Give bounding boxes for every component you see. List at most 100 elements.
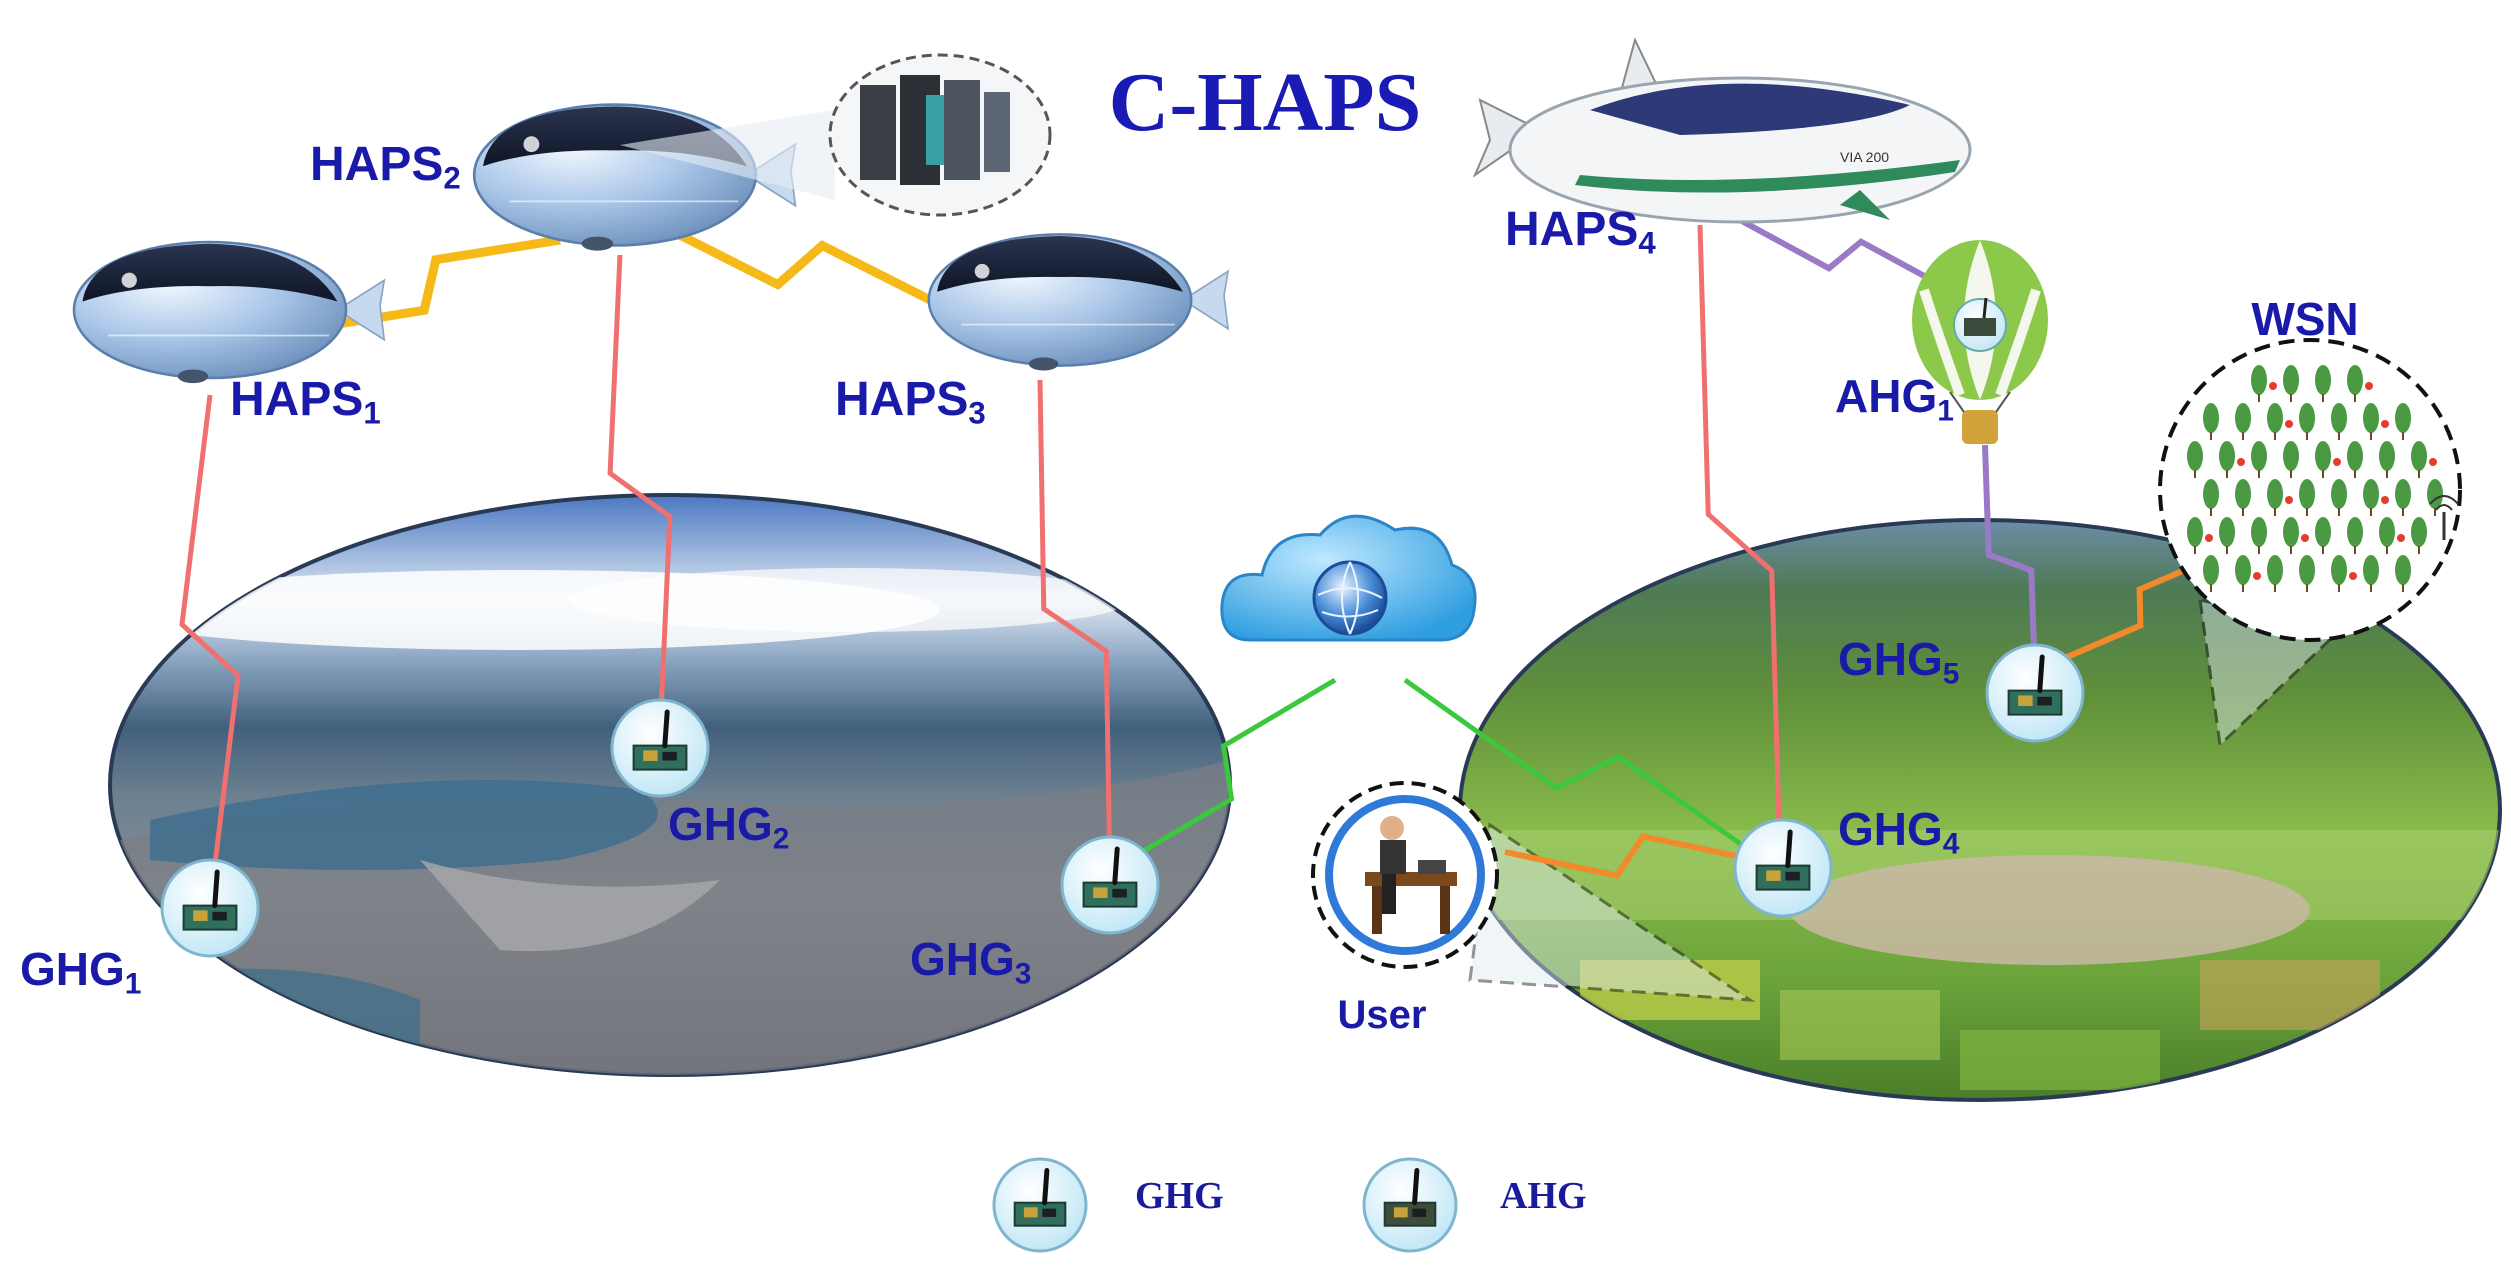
legend-ahg-device[interactable] (1362, 1157, 1458, 1253)
wsn-tree (2299, 479, 2315, 516)
wsn-tree (2235, 555, 2251, 592)
wsn-zoom-circle (2158, 338, 2462, 642)
ghg-device-icon (1755, 829, 1811, 891)
wsn-tree (2315, 517, 2331, 554)
cell-tower-icon (2429, 495, 2459, 540)
ghg1-device[interactable] (160, 858, 260, 958)
haps4-label: HAPS4 (1505, 203, 1656, 261)
wsn-tree (2251, 365, 2267, 402)
sensor-node (2381, 496, 2389, 504)
sensor-node (2301, 534, 2309, 542)
legend-ghg-label: GHG (1135, 1175, 1224, 1217)
wsn-tree (2315, 441, 2331, 478)
wsn-tree (2363, 479, 2379, 516)
sensor-node (2333, 458, 2341, 466)
link-user-ghg4 (1504, 833, 1756, 879)
user-at-desk-icon (1365, 816, 1457, 934)
wsn-tree (2299, 403, 2315, 440)
wsn-tree (2331, 555, 2347, 592)
link-cloud-ghg4 (1403, 677, 1772, 868)
link-haps4-ghg4 (1697, 224, 1783, 861)
haps1-airship (72, 240, 386, 384)
sensor-node (2381, 420, 2389, 428)
sensor-node (2269, 382, 2277, 390)
wsn-tree (2283, 365, 2299, 402)
wsn-tree (2203, 479, 2219, 516)
ghg2-label: GHG2 (668, 798, 789, 855)
haps3-airship (927, 233, 1230, 371)
link-haps4-ahg1 (1738, 217, 1952, 293)
wsn-tree (2251, 441, 2267, 478)
haps4-airship: VIA 200 (1472, 37, 1972, 224)
wsn-tree (2219, 517, 2235, 554)
wsn-tree (2219, 441, 2235, 478)
sensor-node (2397, 534, 2405, 542)
ghg-device-icon (2007, 654, 2063, 716)
ghg-device-icon (182, 869, 238, 931)
sensor-node (2349, 572, 2357, 580)
hot-air-balloon (1912, 240, 2048, 444)
ghg-device-icon (1082, 846, 1138, 908)
wsn-tree (2411, 441, 2427, 478)
wsn-tree (2203, 555, 2219, 592)
legend: GHG AHG (992, 1157, 1587, 1253)
legend-ghg-device[interactable] (992, 1157, 1088, 1253)
wsn-tree (2395, 403, 2411, 440)
wsn-tree (2187, 517, 2203, 554)
wsn-tree (2235, 479, 2251, 516)
ghg2-device[interactable] (610, 698, 710, 798)
link-haps3-ghg3 (1037, 379, 1113, 881)
wsn-tree (2363, 403, 2379, 440)
ahg-device-icon (1383, 1168, 1437, 1227)
ghg4-device[interactable] (1733, 818, 1833, 918)
wsn-tree (2267, 479, 2283, 516)
ahg1-label: AHG1 (1835, 370, 1954, 427)
link-haps2-haps3 (647, 215, 953, 315)
haps3-label: HAPS3 (835, 373, 986, 431)
globe-icon (1312, 560, 1388, 636)
data-center-inset (620, 53, 1052, 217)
legend-item-ahg: AHG (1362, 1157, 1587, 1253)
wsn-tree (2187, 441, 2203, 478)
wsn-tree (2251, 517, 2267, 554)
wsn-tree (2299, 555, 2315, 592)
ghg5-device[interactable] (1985, 643, 2085, 743)
wsn-tree (2267, 403, 2283, 440)
ghg5-label: GHG5 (1838, 633, 1959, 690)
wsn-tree (2395, 479, 2411, 516)
link-haps2-ghg2 (607, 254, 673, 736)
haps1-label: HAPS1 (230, 373, 381, 431)
wsn-tree (2363, 555, 2379, 592)
wsn-label: WSN (2251, 293, 2358, 345)
wsn-tree (2395, 555, 2411, 592)
ghg3-device[interactable] (1060, 835, 1160, 935)
link-ghg5-wsn (2058, 552, 2222, 663)
legend-ahg-label: AHG (1500, 1175, 1587, 1217)
sensor-node (2237, 458, 2245, 466)
user-zoom-circle[interactable] (1311, 781, 1499, 969)
link-ahg1-ghg5 (1982, 444, 2038, 681)
wsn-tree (2347, 365, 2363, 402)
link-haps1-ghg1 (179, 394, 241, 906)
ghg3-label: GHG3 (910, 933, 1031, 990)
sensor-node (2205, 534, 2213, 542)
internet-cloud-icon (1220, 514, 1477, 642)
wsn-tree (2331, 403, 2347, 440)
wsn-tree (2283, 441, 2299, 478)
wsn-tree (2411, 517, 2427, 554)
sensor-node (2285, 420, 2293, 428)
wsn-tree (2347, 441, 2363, 478)
wsn-tree (2379, 517, 2395, 554)
sensor-node (2365, 382, 2373, 390)
wsn-tree (2283, 517, 2299, 554)
wsn-tree (2235, 403, 2251, 440)
legend-item-ghg: GHG (992, 1157, 1224, 1253)
diagram-title: C-HAPS (1109, 56, 1422, 149)
wsn-tree (2379, 441, 2395, 478)
haps2-label: HAPS2 (310, 138, 461, 196)
wsn-tree (2331, 479, 2347, 516)
ghg1-label: GHG1 (20, 943, 141, 1000)
user-label: User (1338, 993, 1427, 1037)
sensor-node (2285, 496, 2293, 504)
ghg4-label: GHG4 (1838, 803, 1960, 860)
